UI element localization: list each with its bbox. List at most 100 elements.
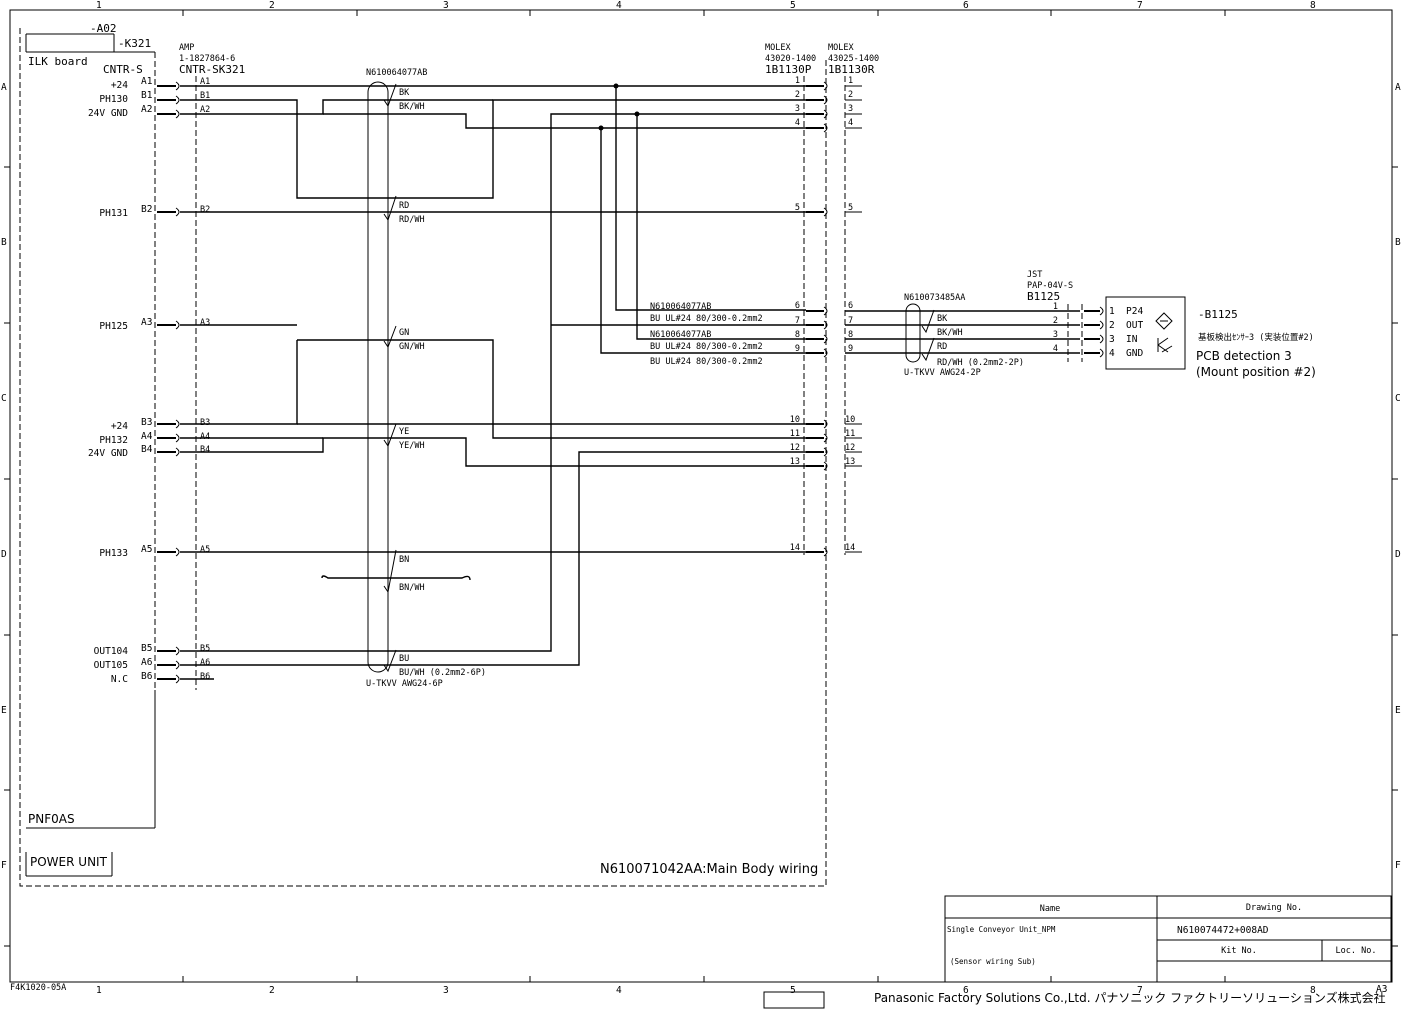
pin-label: B4 [200, 445, 210, 455]
col-label: 6 [963, 0, 969, 11]
molex-pin: 3 [848, 104, 853, 114]
ilk-board-block [25, 33, 156, 829]
row-label: E [1, 705, 7, 716]
jst-part: PAP-04V-S [1027, 281, 1073, 291]
molex-pin: 12 [790, 443, 800, 453]
molex-pin: 11 [845, 429, 855, 439]
pin-label: A5 [200, 545, 210, 555]
molex-pin: 2 [795, 90, 800, 100]
col-label: 7 [1137, 985, 1143, 996]
sensor-pin-labels: 1 P24 2 OUT 3 IN 4 GND [1109, 306, 1143, 359]
signal-name: PH132 [99, 435, 128, 446]
pin-label: B1 [200, 91, 210, 101]
molex-pin: 5 [848, 203, 853, 213]
signal-name: PH130 [99, 94, 128, 105]
molex-pin: 6 [848, 301, 853, 311]
col-label: 3 [443, 0, 449, 11]
col-label: 5 [790, 985, 796, 996]
amp-part: 1-1827864-6 [179, 54, 235, 64]
pin-label: A1 [141, 76, 153, 87]
wire-color: YE [399, 427, 409, 437]
amp-label: AMP [179, 43, 194, 53]
col-label: 8 [1310, 985, 1316, 996]
row-label: C [1, 393, 7, 404]
sensor-wire-color: BK [937, 314, 948, 324]
pin-label: B6 [141, 671, 153, 682]
col-label: 2 [269, 0, 275, 11]
molex-pin: 6 [795, 301, 800, 311]
wire-color-labels: BK BK/WH RD RD/WH GN GN/WH YE YE/WH BN B… [399, 88, 425, 664]
molex-pin: 8 [848, 330, 853, 340]
col-label: 4 [616, 0, 622, 11]
row-label: F [1, 860, 7, 871]
title-name-value: Single Conveyor Unit_NPM [947, 925, 1056, 934]
molex-pin: 13 [790, 457, 800, 467]
wire-color: BN/WH [399, 583, 425, 593]
signal-name: PH133 [99, 548, 128, 559]
sensor-cable-id: N610073485AA [904, 293, 965, 303]
sensor-en-label-2: (Mount position #2) [1196, 365, 1316, 379]
sensor-pin-num: 4 [1109, 348, 1115, 359]
column-labels-bottom: 1 2 3 4 5 6 7 8 [96, 985, 1316, 996]
jst-pin: 3 [1053, 330, 1058, 340]
molex-r-pin-numbers: 1 2 3 4 5 6 7 8 9 10 11 12 13 14 [845, 76, 855, 553]
molex-pin: 3 [795, 104, 800, 114]
pin-label: A2 [200, 105, 210, 115]
molex-pin: 5 [795, 203, 800, 213]
col-label: 3 [443, 985, 449, 996]
molex-r-label: MOLEX [828, 43, 854, 53]
pin-label: A6 [141, 657, 153, 668]
pin-label: B3 [141, 417, 152, 428]
cable-6p-type: U-TKVV AWG24-6P [366, 679, 443, 689]
signal-name: N.C [111, 674, 128, 685]
pin-label: B2 [200, 205, 210, 215]
molex-pin: 1 [848, 76, 853, 86]
sensor-pin-name: IN [1126, 334, 1138, 345]
signal-name: PH131 [99, 208, 128, 219]
wire-color: GN/WH [399, 342, 425, 352]
row-labels-left: A B C D E F [1, 82, 7, 871]
pin-label: A4 [200, 432, 210, 442]
pin-label: B3 [200, 418, 210, 428]
power-unit-label: POWER UNIT [30, 855, 108, 869]
col-label: 1 [96, 0, 102, 11]
wire-color: BU [399, 654, 409, 664]
title-subtitle: (Sensor wiring Sub) [950, 957, 1036, 966]
sensor-pin-name: OUT [1126, 320, 1143, 331]
jst-pin: 2 [1053, 316, 1058, 326]
title-kit-no-header: Kit No. [1221, 946, 1257, 956]
molex-pin: 14 [845, 543, 855, 553]
signal-names: +24 PH130 24V GND PH131 PH125 +24 PH132 … [88, 80, 128, 685]
molex-pin: 12 [845, 443, 855, 453]
jst-label: JST [1027, 270, 1042, 280]
cable-6p-spec: BU/WH (0.2mm2-6P) [399, 668, 486, 678]
pin-label: A3 [141, 317, 152, 328]
molex-r-ref: 1B1130R [828, 63, 875, 76]
signal-name: 24V GND [88, 108, 128, 119]
pin-label: B4 [141, 444, 153, 455]
wire-color: RD/WH [399, 215, 425, 225]
main-body-boundary [19, 28, 827, 887]
title-loc-no-header: Loc. No. [1336, 946, 1377, 956]
sensor-cable-type: U-TKVV AWG24-2P [904, 368, 981, 378]
row-label: E [1395, 705, 1401, 716]
molex-p-label: MOLEX [765, 43, 791, 53]
col-label: 7 [1137, 0, 1143, 11]
row-label: B [1395, 237, 1401, 248]
molex-pin: 11 [790, 429, 800, 439]
bu-wire-spec: BU UL#24 80/300-0.2mm2 [650, 342, 763, 352]
wire-color: RD [399, 201, 409, 211]
sensor-pin-num: 2 [1109, 320, 1115, 331]
col-label: 1 [96, 985, 102, 996]
jst-ref: B1125 [1027, 290, 1060, 303]
wire-color: BK/WH [399, 102, 425, 112]
sheet-size: A3 [1376, 984, 1387, 995]
wires [180, 85, 806, 680]
signal-name: +24 [111, 80, 128, 91]
stamp-box [763, 991, 825, 1009]
bu-wire-id: N610064077AB [650, 302, 711, 312]
title-block [944, 895, 1392, 983]
sensor-cable-bundle [905, 303, 921, 363]
col-label: 8 [1310, 0, 1316, 11]
